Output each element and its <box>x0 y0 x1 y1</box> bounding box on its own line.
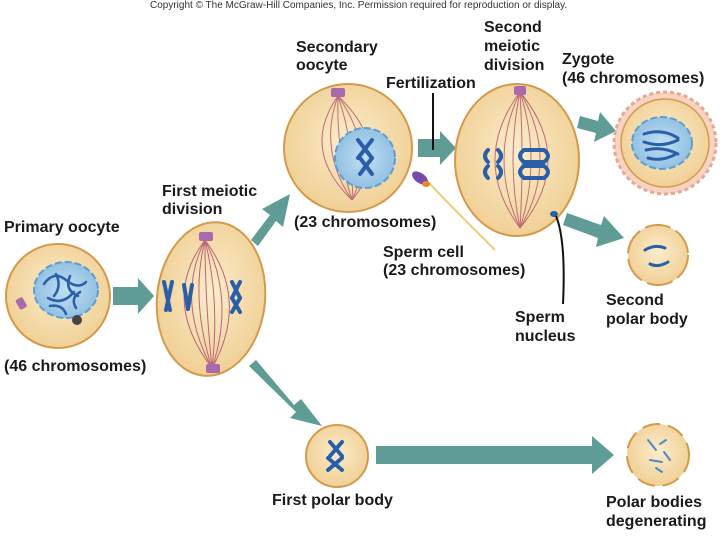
label-polar-degen-2: degenerating <box>606 513 707 530</box>
arrow-first-to-secondary <box>251 194 290 246</box>
label-secondary-chromosomes: (23 chromosomes) <box>294 214 437 231</box>
label-second-polar-2: polar body <box>606 311 688 328</box>
label-secondary-oocyte-2: oocyte <box>296 57 348 74</box>
first-polar-body-cell <box>305 424 369 488</box>
label-primary-chromosomes: (46 chromosomes) <box>4 358 147 375</box>
second-polar-body-cell <box>627 224 689 286</box>
primary-oocyte-cell <box>5 243 111 349</box>
label-primary-oocyte: Primary oocyte <box>4 219 120 236</box>
degenerating-polar-bodies-cell <box>626 423 690 487</box>
arrow-first-to-polar <box>249 360 322 426</box>
first-meiotic-cell <box>155 221 267 377</box>
secondary-chromosomes <box>356 138 374 176</box>
label-second-meiotic-2: meiotic <box>484 38 541 55</box>
second-centrosome <box>514 86 526 95</box>
secondary-oocyte-cell <box>283 83 413 213</box>
primary-nucleus <box>33 261 99 319</box>
label-sperm-chromosomes: (23 chromosomes) <box>383 262 526 279</box>
secondary-nucleus <box>334 127 396 189</box>
primary-nucleolus <box>72 315 82 325</box>
label-secondary-oocyte-1: Secondary <box>296 39 378 56</box>
primary-centrosome <box>15 297 27 310</box>
leader-lines <box>432 93 565 305</box>
sperm-nucleus-leader <box>555 215 565 305</box>
process-arrows <box>113 112 624 474</box>
first-spindle <box>183 239 230 369</box>
second-chromosomes <box>483 148 550 180</box>
label-zygote: Zygote <box>562 51 615 68</box>
label-second-meiotic-3: division <box>484 57 545 74</box>
label-second-polar-1: Second <box>606 292 664 309</box>
second-meiotic-cell <box>454 83 580 237</box>
label-fertilization: Fertilization <box>386 75 476 92</box>
zygote-chromosomes <box>642 130 680 161</box>
primary-chromatin <box>42 272 88 316</box>
first-centrosome-bottom <box>206 364 220 373</box>
arrow-primary-to-first <box>113 278 154 314</box>
copyright-notice: Copyright © The McGraw-Hill Companies, I… <box>150 0 568 11</box>
label-polar-degen-1: Polar bodies <box>606 494 703 511</box>
sperm-cell <box>412 171 496 251</box>
label-first-meiotic-2: division <box>162 201 223 218</box>
arrow-secondary-to-second <box>418 131 456 165</box>
label-first-meiotic-1: First meiotic <box>162 183 258 200</box>
label-zygote-chromosomes: (46 chromosomes) <box>562 70 705 87</box>
label-second-meiotic-1: Second <box>484 19 542 36</box>
arrow-polar-to-degen <box>376 436 614 474</box>
first-centrosome-top <box>199 232 213 241</box>
label-first-polar-body: First polar body <box>272 492 393 509</box>
first-chromosomes <box>162 280 242 314</box>
label-sperm-nucleus-2: nucleus <box>515 328 576 345</box>
sperm-nucleus-dot <box>550 211 558 217</box>
arrow-second-to-polar2 <box>563 213 624 247</box>
label-sperm-nucleus-1: Sperm <box>515 309 565 326</box>
label-sperm-cell: Sperm cell <box>383 244 464 261</box>
arrow-second-to-zygote <box>577 112 616 142</box>
zygote-cell <box>612 90 718 196</box>
secondary-centrosome <box>331 88 345 97</box>
